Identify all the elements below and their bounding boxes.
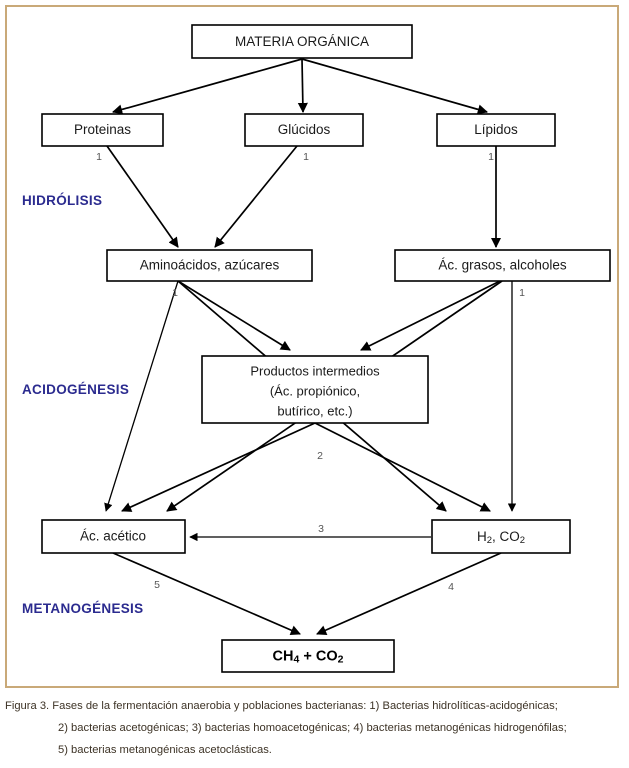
- edge-number-homoacetogenicas: 3: [318, 523, 324, 535]
- edge-number-lipidos: 1: [488, 151, 494, 163]
- caption-line-3: 5) bacterias metanogénicas acetoclástica…: [58, 743, 272, 756]
- edge-number-glucidos: 1: [303, 151, 309, 163]
- node-proteinas[interactable]: Proteinas: [41, 113, 164, 147]
- caption-line-2: 2) bacterias acetogénicas; 3) bacterias …: [58, 721, 567, 734]
- node-aminoacidos-label: Aminoácidos, azúcares: [140, 258, 280, 273]
- phase-label-metanogenesis: METANOGÉNESIS: [22, 601, 143, 616]
- node-glucidos-label: Glúcidos: [278, 122, 331, 137]
- node-aminoacidos[interactable]: Aminoácidos, azúcares: [106, 249, 313, 282]
- h2-co2-sub1: 2: [487, 535, 492, 546]
- h2-co2-h: H: [477, 529, 487, 544]
- edge-h2co2-to-ch4co2: [316, 552, 502, 635]
- figure-caption: Figura 3. Fases de la fermentación anaer…: [5, 696, 624, 762]
- edge-aminoacidos-to-productos: [177, 280, 291, 351]
- ch4-co2-sub2: 2: [338, 653, 344, 665]
- node-ch4-co2-label: CH4 + CO2: [273, 648, 344, 665]
- node-productos-intermedios[interactable]: Productos intermedios (Ác. propiónico, b…: [201, 355, 429, 424]
- edge-proteinas-to-aminoacidos: [106, 145, 179, 248]
- node-h2-co2-label: H2, CO2: [477, 529, 525, 546]
- caption-line-1: Figura 3. Fases de la fermentación anaer…: [5, 700, 558, 712]
- node-lipidos-label: Lípidos: [474, 122, 518, 137]
- edge-number-hidrogenofilas: 4: [448, 581, 454, 593]
- ch4-co2-mid: + CO: [299, 648, 337, 664]
- edge-glucidos-to-aminoacidos: [214, 145, 298, 248]
- node-proteinas-label: Proteinas: [74, 122, 131, 137]
- edge-number-aminoacidos: 1: [172, 287, 178, 299]
- phase-label-acidogenesis: ACIDOGÉNESIS: [22, 382, 129, 397]
- edge-ac-grasos-to-productos: [360, 280, 501, 351]
- node-productos-line3: butírico, etc.): [277, 403, 352, 418]
- node-h2-co2[interactable]: H2, CO2: [431, 519, 571, 554]
- node-lipidos[interactable]: Lípidos: [436, 113, 556, 147]
- edge-productos-to-h2co2: [314, 422, 491, 512]
- node-ch4-co2[interactable]: CH4 + CO2: [221, 639, 395, 673]
- node-ac-acetico[interactable]: Ác. acético: [41, 519, 186, 554]
- phase-label-hidrolisis: HIDRÓLISIS: [22, 193, 102, 208]
- anaerobic-fermentation-diagram: MATERIA ORGÁNICA Proteinas Glúcidos Lípi…: [22, 24, 611, 673]
- edge-materia-to-proteinas: [112, 58, 303, 115]
- edge-number-ac-grasos: 1: [519, 287, 525, 299]
- edge-number-proteinas: 1: [96, 151, 102, 163]
- edge-materia-to-glucidos: [297, 58, 308, 114]
- node-ac-acetico-label: Ác. acético: [80, 529, 146, 544]
- node-glucidos[interactable]: Glúcidos: [244, 113, 364, 147]
- ch4-co2-ch: CH: [273, 648, 294, 664]
- node-ac-grasos-label: Ác. grasos, alcoholes: [438, 258, 567, 273]
- edge-materia-to-lipidos: [301, 58, 488, 115]
- edge-ac-acetico-to-ch4co2: [112, 552, 301, 636]
- edge-productos-to-ac-acetico: [121, 422, 316, 512]
- h2-co2-mid: , CO: [492, 529, 520, 544]
- node-materia-organica[interactable]: MATERIA ORGÁNICA: [191, 24, 413, 59]
- ch4-co2-sub1: 4: [293, 653, 299, 665]
- edge-number-productos: 2: [317, 450, 323, 462]
- edge-number-acetoclasticas: 5: [154, 579, 160, 591]
- node-ac-grasos[interactable]: Ác. grasos, alcoholes: [394, 249, 611, 282]
- edge-aminoacidos-to-ac-acetico: [104, 280, 179, 512]
- node-materia-organica-label: MATERIA ORGÁNICA: [235, 34, 369, 49]
- node-productos-line2: (Ác. propiónico,: [270, 383, 360, 398]
- h2-co2-sub2: 2: [520, 535, 525, 546]
- node-productos-line1: Productos intermedios: [250, 363, 380, 378]
